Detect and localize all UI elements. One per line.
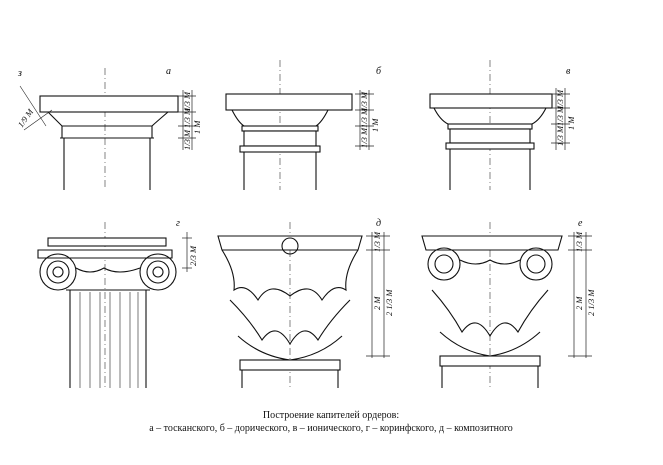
panel-a-letter: а (166, 66, 171, 77)
panel-v-dim-total: 1 М (566, 116, 576, 130)
panel-e-letter: е (578, 218, 583, 229)
panel-b-doric-capital (225, 60, 374, 190)
panel-d-letter: д (376, 218, 381, 229)
stray-mark: з (17, 68, 22, 79)
panel-d-dim-3: 2 1/3 М (384, 289, 394, 316)
panel-a-dim-total: 1 М (192, 120, 202, 134)
panel-d-dim-2: 2 М (372, 296, 382, 310)
panel-d-dim-1: 1/3 М (372, 231, 382, 252)
panel-d-capital (217, 222, 390, 388)
panel-g-volute-capital (37, 222, 192, 388)
panel-g-dim-1: 2/3 М (188, 245, 198, 266)
panel-b-dim-1: 1/3 М (359, 91, 369, 112)
caption-line-2: а – тосканского, б – дорического, в – ио… (149, 423, 513, 434)
panel-v-letter: в (566, 66, 571, 77)
panel-e-dim-2: 2 М (574, 296, 584, 310)
panel-a-dim-2: 1/3 М (182, 107, 192, 128)
panel-b-dim-2: 1/3 М (359, 107, 369, 128)
panel-a-tuscan-capital (19, 68, 196, 190)
panel-e-dim-1: 1/3 М (574, 231, 584, 252)
panel-g-letter: г (176, 218, 180, 229)
panel-b-dim-total: 1 М (370, 118, 380, 132)
angle-label: 1/9 М (15, 106, 35, 129)
panel-e-capital (421, 222, 592, 388)
caption-line-1: Построение капителей ордеров: (263, 410, 399, 421)
panel-b-letter: б (376, 66, 382, 77)
panel-b-dim-3: 1/3 М (359, 127, 369, 148)
panel-v-capital (429, 60, 570, 190)
panel-v-dim-1: 1/3 М (555, 89, 565, 110)
panel-a-dim-1: 1/3 М (182, 91, 192, 112)
panel-v-dim-2: 1/3 М (555, 105, 565, 126)
panel-e-dim-3: 2 1/3 М (586, 289, 596, 316)
panel-a-dim-3: 1/3 М (182, 129, 192, 150)
panel-v-dim-3: 1/3 М (555, 125, 565, 146)
